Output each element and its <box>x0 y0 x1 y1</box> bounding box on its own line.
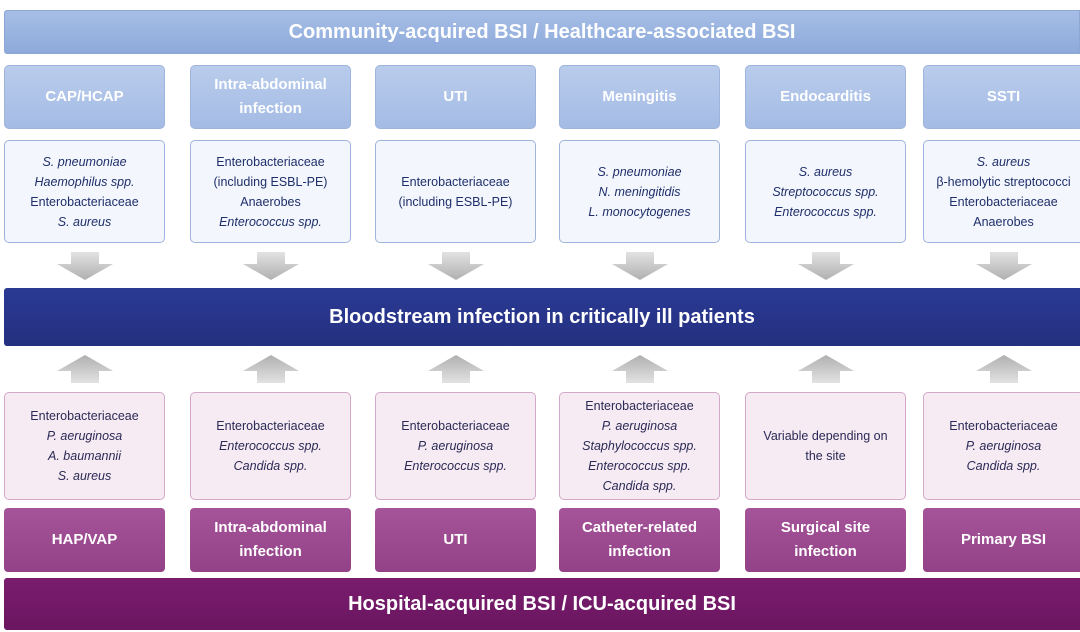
pathogen-text: Variable depending on <box>763 429 888 443</box>
community-banner-label: Community-acquired BSI / Healthcare-asso… <box>288 20 796 43</box>
up-arrow-icon <box>975 355 1032 383</box>
pathogen-list-box: Enterobacteriaceae (including ESBL-PE) <box>375 140 536 243</box>
site-category-label: UTI <box>443 531 468 548</box>
pathogen-text: S. aureus <box>57 214 112 229</box>
pathogen-text: Candida spp. <box>233 459 308 473</box>
site-category-label: UTI <box>443 88 468 105</box>
down-arrow-icon <box>56 252 113 280</box>
site-category-box: SSTI <box>923 65 1080 129</box>
site-category-box: UTI <box>375 65 536 129</box>
site-category-box: Meningitis <box>559 65 720 129</box>
site-category-box: Catheter-related infection <box>559 508 720 572</box>
site-category-box: Endocarditis <box>745 65 906 129</box>
pathogen-text: Enterococcus spp. <box>404 459 507 473</box>
pathogen-text: L. monocytogenes <box>588 204 691 219</box>
down-arrow-icon <box>611 252 668 280</box>
pathogen-text: Candida spp. <box>602 479 677 493</box>
pathogen-text: P. aeruginosa <box>965 439 1042 453</box>
pathogen-text: Enterobacteriaceae <box>30 194 139 209</box>
pathogen-text: (including ESBL-PE) <box>398 194 513 209</box>
pathogen-text: Enterococcus spp. <box>219 439 322 453</box>
pathogen-text: Streptococcus spp. <box>772 184 879 199</box>
site-category-box: HAP/VAP <box>4 508 165 572</box>
site-category-box: Primary BSI <box>923 508 1080 572</box>
site-category-box: UTI <box>375 508 536 572</box>
site-category-label: SSTI <box>986 88 1021 105</box>
pathogen-text: Enterobacteriaceae <box>585 399 694 413</box>
pathogen-text: Enterococcus spp. <box>774 204 877 219</box>
pathogen-text: Enterobacteriaceae <box>30 409 139 423</box>
site-category-label: Endocarditis <box>780 88 871 105</box>
pathogen-text: Enterobacteriaceae <box>401 174 510 189</box>
pathogen-list-box: Variable depending on the site <box>745 392 906 500</box>
central-banner-label: Bloodstream infection in critically ill … <box>329 305 755 328</box>
site-category-label: Intra-abdominal infection <box>214 519 327 560</box>
pathogen-text: Enterococcus spp. <box>219 214 322 229</box>
pathogen-text: N. meningitidis <box>598 184 681 199</box>
pathogen-text: Candida spp. <box>966 459 1041 473</box>
pathogen-list-box: Enterobacteriaceae (including ESBL-PE) Ana… <box>190 140 351 243</box>
site-category-label: CAP/HCAP <box>45 88 124 105</box>
pathogen-text: Enterobacteriaceae <box>216 154 325 169</box>
pathogen-text: Enterococcus spp. <box>588 459 691 473</box>
pathogen-text: the site <box>805 449 846 463</box>
pathogen-text: Haemophilus spp. <box>34 174 135 189</box>
down-arrow-icon <box>797 252 854 280</box>
community-banner: Community-acquired BSI / Healthcare-asso… <box>4 10 1080 54</box>
site-category-label: Surgical site infection <box>780 519 871 560</box>
site-category-box: Intra-abdominal infection <box>190 65 351 129</box>
site-category-label: Catheter-related infection <box>581 519 698 560</box>
pathogen-list-box: S. pneumoniae N. meningitidis L. monocytog… <box>559 140 720 243</box>
pathogen-text: S. aureus <box>57 469 112 483</box>
site-category-label: HAP/VAP <box>51 531 118 548</box>
site-category-label: Intra-abdominal infection <box>214 76 327 117</box>
site-category-box: Intra-abdominal infection <box>190 508 351 572</box>
site-category-label: Primary BSI <box>960 531 1047 548</box>
down-arrow-icon <box>975 252 1032 280</box>
pathogen-list-box: Enterobacteriaceae P. aeruginosa A. bauman… <box>4 392 165 500</box>
pathogen-text: P. aeruginosa <box>46 429 123 443</box>
up-arrow-icon <box>242 355 299 383</box>
pathogen-text: Enterobacteriaceae <box>949 419 1058 433</box>
up-arrow-icon <box>611 355 668 383</box>
pathogen-text: P. aeruginosa <box>417 439 494 453</box>
pathogen-text: P. aeruginosa <box>601 419 678 433</box>
pathogen-text: S. pneumoniae <box>42 154 127 169</box>
pathogen-text: S. aureus <box>798 164 853 179</box>
pathogen-text: S. pneumoniae <box>597 164 682 179</box>
pathogen-text: Anaerobes <box>240 194 301 209</box>
pathogen-text: β-hemolytic streptococci <box>936 174 1071 189</box>
hospital-banner-label: Hospital-acquired BSI / ICU-acquired BSI <box>348 592 736 615</box>
pathogen-text: Anaerobes <box>973 214 1034 229</box>
site-category-box: CAP/HCAP <box>4 65 165 129</box>
up-arrow-icon <box>427 355 484 383</box>
down-arrow-icon <box>427 252 484 280</box>
pathogen-text: Enterobacteriaceae <box>949 194 1058 209</box>
hospital-banner: Hospital-acquired BSI / ICU-acquired BSI <box>4 578 1080 630</box>
pathogen-text: A. baumannii <box>48 449 121 463</box>
pathogen-text: Staphylococcus spp. <box>582 439 697 453</box>
central-banner: Bloodstream infection in critically ill … <box>4 288 1080 346</box>
pathogen-text: S. aureus <box>976 154 1031 169</box>
pathogen-text: Enterobacteriaceae <box>216 419 325 433</box>
up-arrow-icon <box>56 355 113 383</box>
site-category-box: Surgical site infection <box>745 508 906 572</box>
pathogen-text: Enterobacteriaceae <box>401 419 510 433</box>
site-category-label: Meningitis <box>602 88 677 105</box>
pathogen-text: (including ESBL-PE) <box>213 174 328 189</box>
up-arrow-icon <box>797 355 854 383</box>
down-arrow-icon <box>242 252 299 280</box>
